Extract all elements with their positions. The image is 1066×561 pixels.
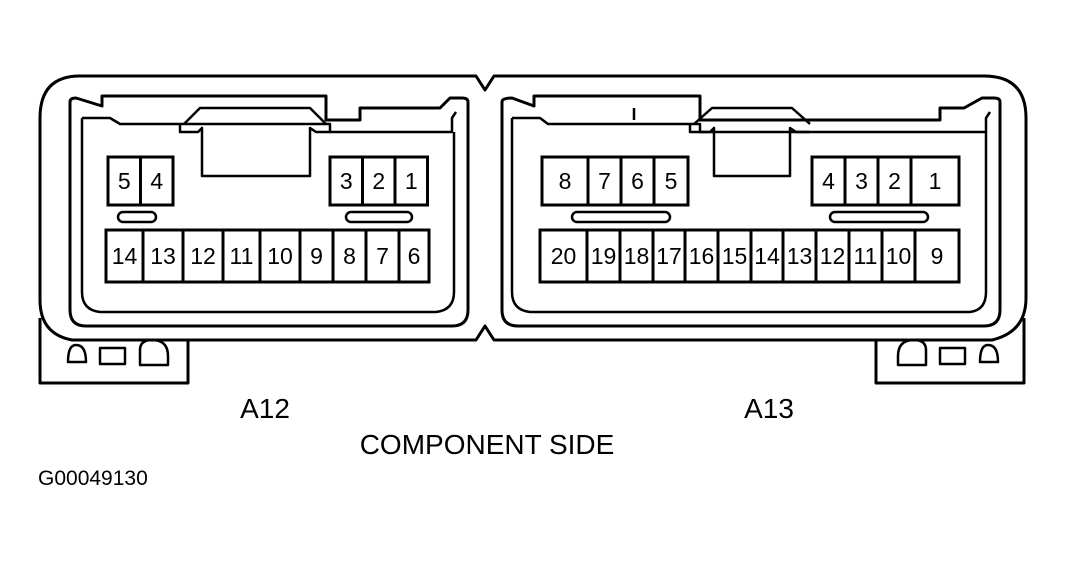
a13-pin-8-label: 8 [559, 168, 572, 194]
connector-housing-outline [38, 74, 1028, 342]
a12-pin-1-cell [393, 155, 429, 207]
a12-pin-14-label: 14 [112, 243, 138, 269]
a12-pin-12-label: 12 [190, 243, 216, 269]
a13-pin-10-label: 10 [886, 243, 912, 269]
a13-pin-14-label: 14 [754, 243, 780, 269]
a13-pin-12-cell [814, 228, 851, 284]
a12-pin-7-label: 7 [376, 243, 389, 269]
a13-pin-15-label: 15 [722, 243, 748, 269]
a12-pin-5-cell [106, 155, 142, 207]
a12-pin-11-cell [221, 228, 262, 284]
a13-pin-2-label: 2 [888, 168, 901, 194]
a13-label: A13 [744, 393, 794, 424]
a13-key-right [828, 210, 930, 224]
a13-pin-17-label: 17 [656, 243, 682, 269]
right-lock-tab [874, 318, 1026, 385]
a13-pin-3-label: 3 [855, 168, 868, 194]
a13-key-left [570, 210, 672, 224]
a12-pin-5-label: 5 [118, 168, 131, 194]
a12-key-right [344, 210, 414, 224]
a13-pin-13-label: 13 [787, 243, 813, 269]
a13-pin-16-label: 16 [689, 243, 715, 269]
a13-pin-18-label: 18 [624, 243, 650, 269]
a13-pin-1-label: 1 [929, 168, 942, 194]
figure-code: G00049130 [38, 467, 148, 490]
a13-pin-5-label: 5 [665, 168, 678, 194]
a12-pin-3-cell [328, 155, 364, 207]
a13-pin-19-label: 19 [591, 243, 617, 269]
a12-pin-11-label: 11 [230, 243, 254, 269]
a13-pin-12-label: 12 [820, 243, 846, 269]
a13-pin-20-cell [538, 228, 589, 284]
a13-pin-16-cell [683, 228, 720, 284]
a13-pin-11-label: 11 [854, 243, 878, 269]
a13-pin-2-cell [876, 155, 913, 207]
a12-pin-4-label: 4 [150, 168, 163, 194]
a13-pin-6-cell [619, 155, 656, 207]
a13-pin-4-cell [810, 155, 847, 207]
a13-pin-20-label: 20 [551, 243, 577, 269]
a13-pin-15-cell [716, 228, 753, 284]
a12-pin-10-label: 10 [267, 243, 293, 269]
a12-pin-1-label: 1 [405, 168, 418, 194]
a13-cavity [500, 94, 1002, 328]
a12-pin-12-cell [181, 228, 225, 284]
a12-pin-9-label: 9 [310, 243, 323, 269]
a12-cavity [68, 94, 470, 328]
a12-pin-10-cell [258, 228, 302, 284]
a13-pin-9-cell [913, 228, 961, 284]
a12-pin-2-label: 2 [372, 168, 385, 194]
a12-label: A12 [240, 393, 290, 424]
component-side-caption: COMPONENT SIDE [360, 429, 615, 460]
a12-pin-6-cell [397, 228, 431, 284]
a13-pin-7-cell [586, 155, 623, 207]
a13-pin-5-cell [652, 155, 690, 207]
a12-pin-13-label: 13 [150, 243, 176, 269]
a12-pin-6-label: 6 [408, 243, 421, 269]
a13-pin-9-label: 9 [931, 243, 944, 269]
a12-pin-3-label: 3 [340, 168, 353, 194]
a13-pin-6-label: 6 [631, 168, 644, 194]
a13-pin-4-label: 4 [822, 168, 835, 194]
a13-pin-3-cell [843, 155, 880, 207]
a13-pin-7-label: 7 [598, 168, 611, 194]
a12-pin-8-label: 8 [343, 243, 356, 269]
a12-pin-4-cell [139, 155, 175, 207]
left-lock-tab [38, 318, 190, 385]
a12-key-left [116, 210, 158, 224]
a13-pin-1-cell [909, 155, 961, 207]
